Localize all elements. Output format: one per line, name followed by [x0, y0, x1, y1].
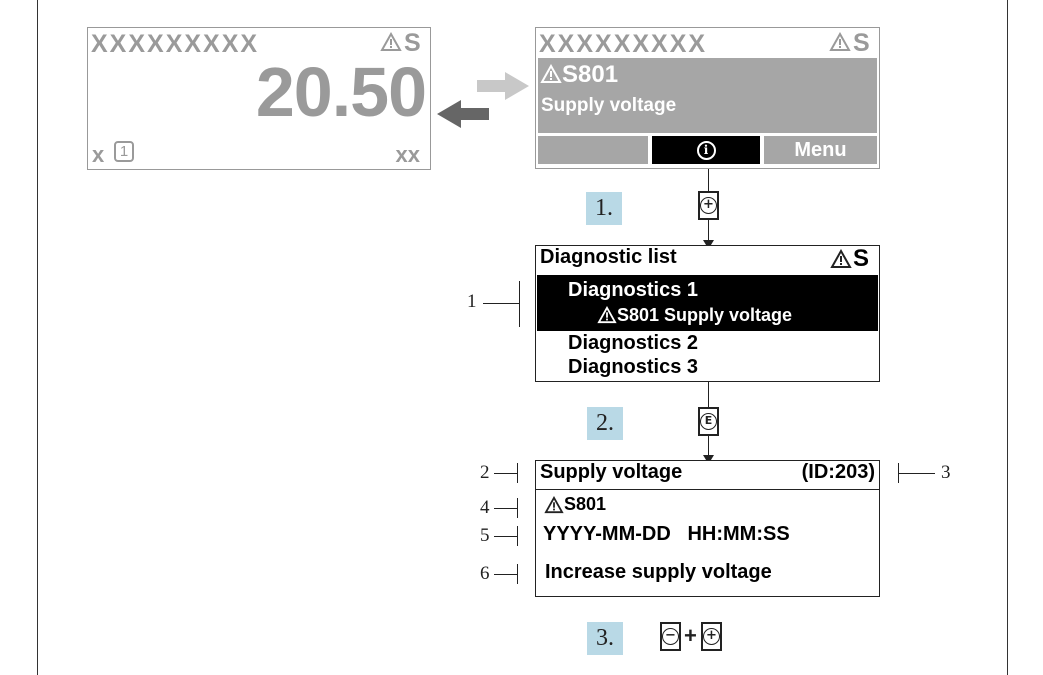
callout-6: 6	[480, 563, 490, 584]
plus-sign: +	[684, 623, 697, 648]
diagnostic-message: Supply voltage	[541, 95, 677, 116]
callout-tick	[517, 564, 518, 584]
plus-icon: +	[700, 197, 717, 214]
callout-tick	[517, 526, 518, 546]
detail-code: S801	[564, 494, 607, 514]
arrow-down-icon	[703, 236, 714, 254]
callout-line	[494, 574, 517, 575]
plus-key[interactable]: +	[698, 191, 719, 220]
callout-5: 5	[480, 525, 490, 546]
status-letter: S	[404, 29, 421, 57]
diagnostic-list-panel: Diagnostic list S Diagnostics 1 S801 Sup…	[535, 245, 880, 382]
callout-1: 1	[467, 291, 477, 312]
figure-frame	[37, 0, 1008, 675]
connector-line	[708, 382, 709, 409]
softkey-left[interactable]	[538, 136, 648, 164]
detail-id: (ID:203)	[801, 461, 875, 483]
measured-value: 20.50	[255, 53, 427, 131]
title-divider	[536, 489, 879, 490]
enter-key[interactable]: E	[698, 407, 719, 436]
callout-line	[898, 473, 935, 474]
callout-line	[494, 508, 517, 509]
channel-number: 1	[119, 143, 129, 160]
enter-icon: E	[700, 413, 717, 430]
list-item[interactable]: Diagnostics 2	[568, 332, 699, 354]
callout-3: 3	[941, 462, 951, 483]
status-letter: S	[853, 29, 870, 57]
callout-line	[494, 536, 517, 537]
message-bar: S801 Supply voltage	[538, 58, 877, 133]
detail-remedy: Increase supply voltage	[545, 561, 772, 583]
list-item-title: Diagnostics 1	[568, 279, 699, 301]
measured-value-display: XXXXXXXXX S 20.50 x 1 xx	[87, 27, 431, 170]
warning-icon	[380, 31, 402, 57]
switch-arrows-icon	[437, 72, 529, 133]
display-title: XXXXXXXXX	[539, 30, 708, 58]
softkey-info[interactable]: i	[652, 136, 760, 164]
callout-line	[494, 473, 517, 474]
connector-line	[708, 436, 709, 456]
plus-key[interactable]: +	[701, 622, 722, 651]
minus-icon: −	[662, 628, 679, 645]
plus-icon: +	[703, 628, 720, 645]
diagnostic-detail-panel: Supply voltage (ID:203) S801 YYYY-MM-DD …	[535, 460, 880, 597]
warning-icon	[830, 248, 852, 274]
info-icon: i	[696, 140, 716, 160]
step-1-label: 1.	[586, 192, 622, 225]
status-letter: S	[853, 245, 870, 272]
step-3-label: 3.	[587, 622, 623, 655]
callout-line	[483, 303, 519, 304]
callout-tick	[519, 281, 520, 327]
warning-icon	[540, 63, 562, 89]
connector-line	[708, 169, 709, 191]
callout-tick	[517, 463, 518, 483]
bottom-left-label: x	[92, 142, 105, 167]
warning-icon	[597, 305, 617, 329]
diagnostic-code: S801	[562, 61, 619, 88]
connector-line	[708, 220, 709, 242]
panel-title: Diagnostic list	[540, 246, 677, 268]
minus-key[interactable]: −	[660, 622, 681, 651]
warning-icon	[544, 495, 564, 519]
callout-2: 2	[480, 462, 490, 483]
bottom-right-label: xx	[395, 142, 420, 167]
warning-icon	[829, 31, 851, 57]
list-item-selected[interactable]: Diagnostics 1 S801 Supply voltage	[537, 275, 878, 331]
callout-4: 4	[480, 497, 490, 518]
callout-tick	[898, 463, 899, 483]
diagnostic-message-display: XXXXXXXXX S S801 Supply voltage i Menu	[535, 27, 880, 169]
step-2-label: 2.	[587, 407, 623, 440]
arrow-down-icon	[703, 451, 714, 469]
detail-timestamp: YYYY-MM-DD HH:MM:SS	[543, 523, 790, 545]
detail-title: Supply voltage	[540, 461, 683, 483]
channel-badge: 1	[114, 141, 134, 162]
softkey-menu[interactable]: Menu	[764, 136, 877, 164]
callout-tick	[517, 498, 518, 518]
display-title: XXXXXXXXX	[91, 30, 260, 58]
list-item[interactable]: Diagnostics 3	[568, 356, 699, 378]
list-item-subtitle: S801 Supply voltage	[617, 305, 793, 325]
menu-label: Menu	[794, 139, 847, 161]
